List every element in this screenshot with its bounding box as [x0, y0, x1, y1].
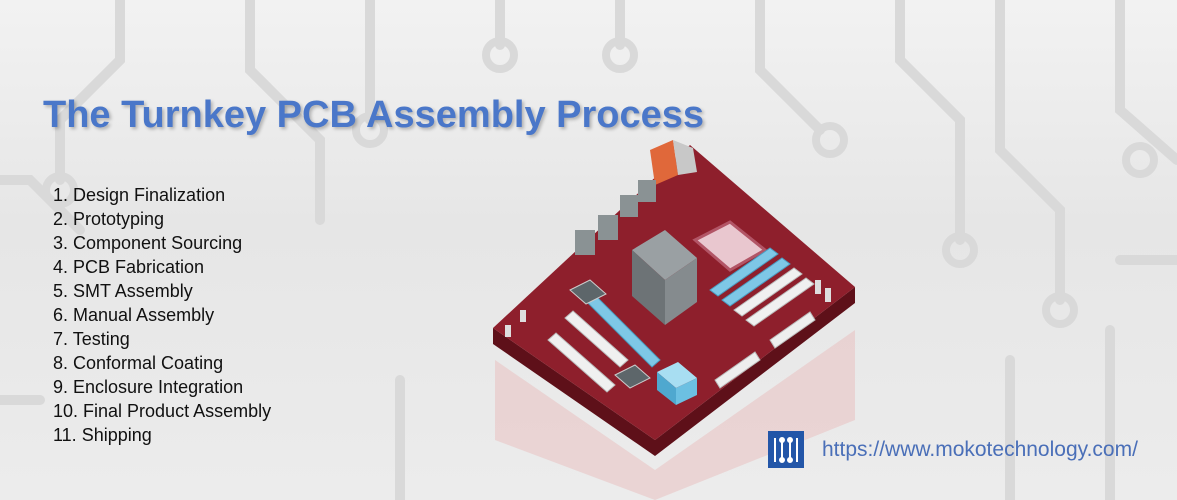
list-item: 3. Component Sourcing	[53, 233, 243, 253]
list-item: 9. Enclosure Integration	[53, 377, 244, 397]
moko-logo-icon	[768, 431, 804, 468]
list-item: 5. SMT Assembly	[53, 281, 193, 301]
pcb-illustration	[493, 140, 855, 500]
list-item: 6. Manual Assembly	[53, 305, 215, 325]
list-item: 4. PCB Fabrication	[53, 257, 205, 277]
process-steps-list: 1. Design Finalization 2. Prototyping 3.…	[53, 183, 271, 447]
footer: https://www.mokotechnology.com/	[768, 431, 1138, 468]
list-item: 7. Testing	[53, 329, 130, 349]
page-title: The Turnkey PCB Assembly Process	[43, 94, 705, 136]
list-item: 11. Shipping	[53, 425, 152, 445]
list-item: 8. Conformal Coating	[53, 353, 224, 373]
list-item: 1. Design Finalization	[53, 185, 226, 205]
website-link[interactable]: https://www.mokotechnology.com/	[822, 437, 1138, 461]
list-item: 2. Prototyping	[53, 209, 165, 229]
list-item: 10. Final Product Assembly	[53, 401, 272, 421]
